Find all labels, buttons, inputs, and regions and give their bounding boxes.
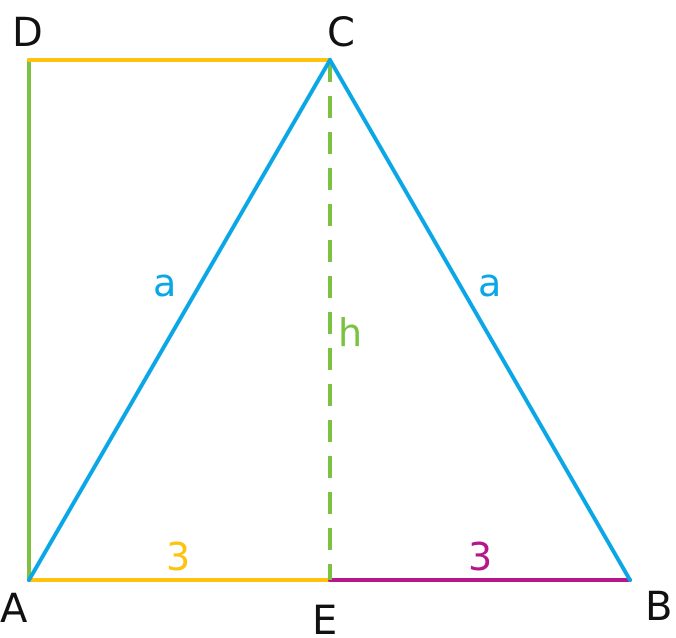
vertex-d-label: D [12,10,43,56]
segment-eb-label: 3 [468,535,492,579]
vertex-e-label: E [312,598,337,638]
side-bc-label: a [478,261,501,305]
segment-ae-label: 3 [166,535,190,579]
vertex-a-label: A [0,586,28,632]
segment-bc [328,58,632,582]
vertex-b-label: B [645,584,672,630]
height-label: h [338,311,362,355]
vertex-c-label: C [327,10,355,56]
side-ac-label: a [153,261,176,305]
segment-ac [27,58,332,582]
